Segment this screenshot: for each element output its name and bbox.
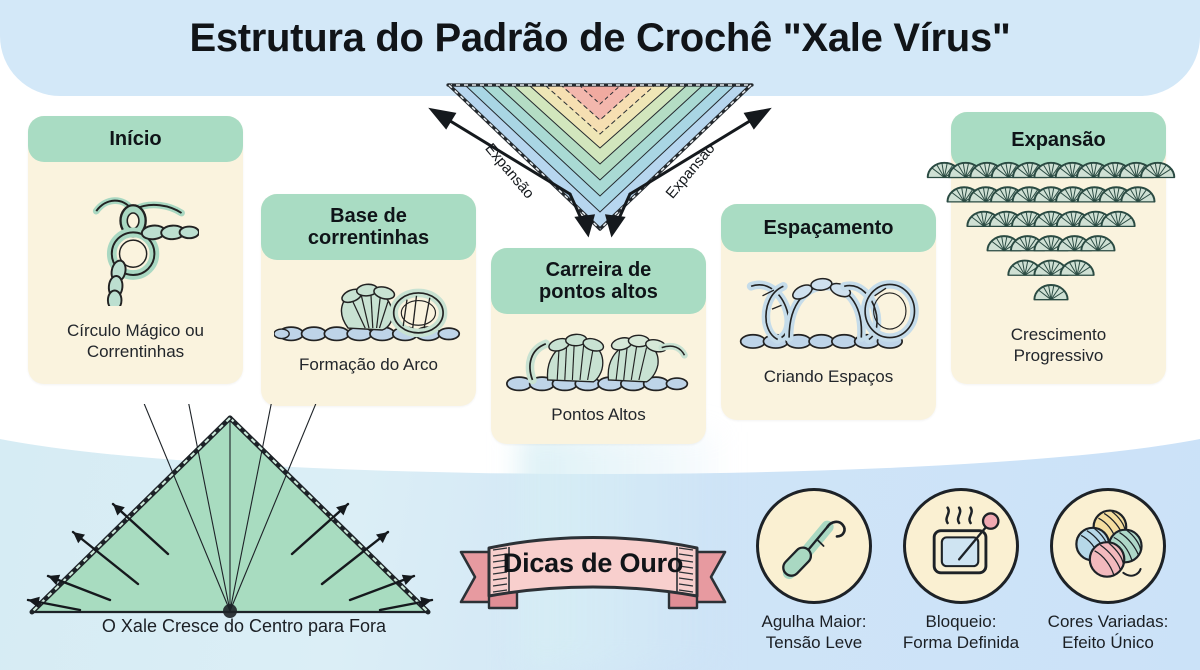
page-title: Estrutura do Padrão de Crochê "Xale Víru… (189, 16, 1011, 60)
tip-bloqueio[interactable]: Bloqueio: Forma Definida (886, 488, 1036, 653)
step-card-expansao[interactable]: Expansão Crescimento Progressivo (926, 112, 1175, 384)
growth-triangle-diagram (26, 404, 434, 618)
magic-circle-illustration (28, 174, 243, 314)
step-caption-carreira-de-pontos-altos: Pontos Altos (551, 405, 646, 424)
growth-triangle-caption: O Xale Cresce do Centro para Fora (101, 616, 387, 636)
tip-label-bloqueio: Bloqueio: Forma Definida (902, 612, 1020, 652)
step-card-base-de-correntinhas[interactable]: Base de correntinhas (261, 194, 476, 406)
step-header-expansao: Expansão (951, 112, 1166, 168)
step-caption-espacamento: Criando Espaços (763, 367, 894, 386)
chain-arch-illustration (261, 268, 476, 354)
tip-cores-variadas[interactable]: Cores Variadas: Efeito Único (1033, 488, 1183, 653)
tip-label-agulha-maior: Agulha Maior: Tensão Leve (761, 612, 867, 652)
tip-agulha-maior[interactable]: Agulha Maior: Tensão Leve (739, 488, 889, 653)
yarn-balls-icon (1050, 488, 1166, 604)
tip-label-cores-variadas: Cores Variadas: Efeito Único (1047, 612, 1169, 652)
shell-shawl-illustration (926, 158, 1175, 326)
crochet-hook-icon (756, 488, 872, 604)
step-header-base-de-correntinhas: Base de correntinhas (261, 194, 476, 260)
step-header-carreira-de-pontos-altos: Carreira de pontos altos (491, 248, 706, 314)
dicas-de-ouro-ribbon (459, 536, 727, 610)
step-card-espacamento[interactable]: Espaçamento (721, 204, 936, 420)
double-crochet-row-illustration (491, 320, 706, 400)
blocking-board-icon (903, 488, 1019, 604)
expansion-triangle-diagram: Expansão Expansão (428, 83, 772, 238)
step-card-inicio[interactable]: Início (28, 116, 243, 384)
header-background-band (0, 0, 1200, 96)
step-caption-expansao: Crescimento Progressivo (1010, 325, 1107, 366)
step-card-carreira-de-pontos-altos[interactable]: Carreira de pontos altos (491, 248, 706, 444)
spacing-loops-illustration (721, 266, 936, 356)
step-header-inicio: Início (28, 116, 243, 162)
step-caption-inicio: Círculo Mágico ou Correntinhas (66, 321, 204, 362)
step-header-espacamento: Espaçamento (721, 204, 936, 252)
step-caption-base-de-correntinhas: Formação do Arco (299, 355, 438, 374)
